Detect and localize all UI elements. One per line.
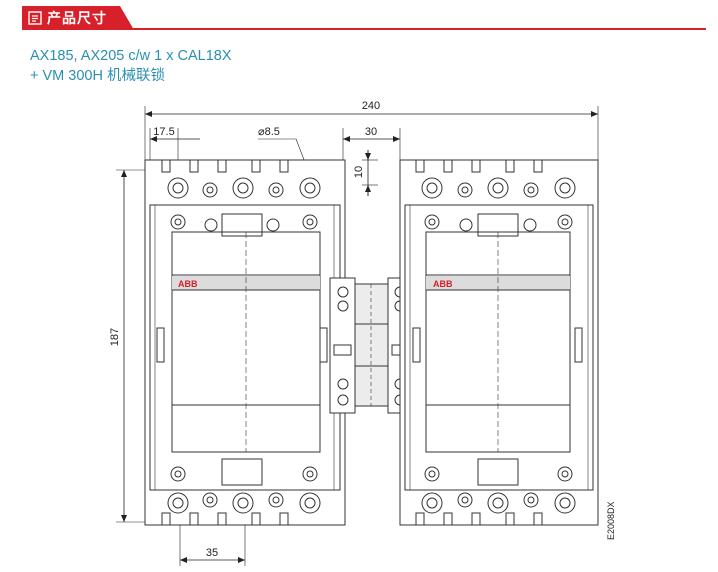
document-list-icon [28, 11, 42, 25]
brand-logo-left: ABB [178, 279, 198, 289]
header-rule [22, 28, 706, 30]
dimension-overall-height: 187 [109, 169, 172, 523]
dim-label-240: 240 [362, 100, 380, 112]
section-header: 产品尺寸 [0, 0, 718, 30]
product-title: AX185, AX205 c/w 1 x CAL18X + VM 300H 机械… [30, 46, 232, 86]
dim-label-30: 30 [365, 126, 377, 138]
dim-label-17-5: 17.5 [153, 126, 174, 138]
dimension-overall-width: 240 [144, 100, 599, 160]
dim-label-10: 10 [353, 166, 365, 178]
dim-label-hole: ⌀8.5 [258, 126, 280, 138]
dim-label-187: 187 [109, 328, 121, 346]
dim-label-35: 35 [206, 547, 218, 559]
product-title-line-2: + VM 300H 机械联锁 [30, 68, 165, 84]
brand-logo-right: ABB [433, 279, 453, 289]
contactor-left [144, 159, 346, 526]
drawing-code: E2008DX [606, 501, 616, 540]
contactor-right [399, 159, 599, 526]
section-tab: 产品尺寸 [22, 6, 134, 30]
dimension-terminal-depth: 10 [353, 150, 378, 196]
dimension-gap-width: 30 [342, 126, 401, 160]
section-tab-label: 产品尺寸 [47, 10, 107, 26]
product-title-line-1: AX185, AX205 c/w 1 x CAL18X [30, 48, 232, 64]
